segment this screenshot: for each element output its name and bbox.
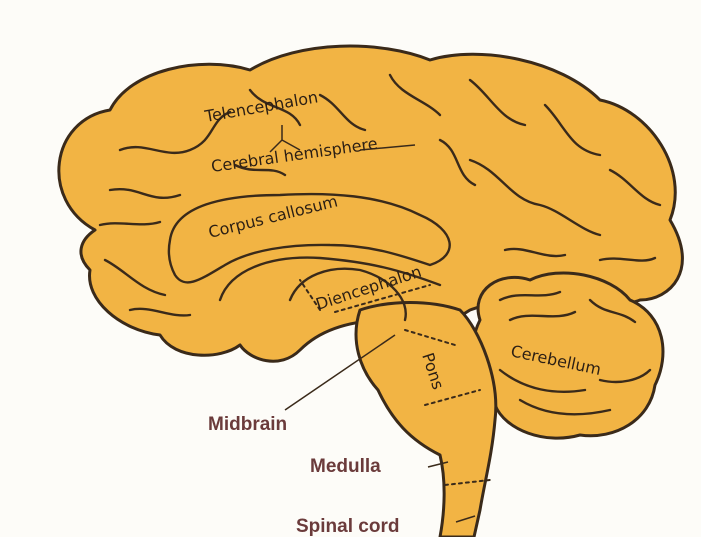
brainstem-outline bbox=[356, 303, 496, 537]
label-medulla: Medulla bbox=[310, 456, 381, 477]
label-midbrain: Midbrain bbox=[208, 414, 287, 435]
label-spinal-cord: Spinal cord bbox=[296, 516, 399, 537]
